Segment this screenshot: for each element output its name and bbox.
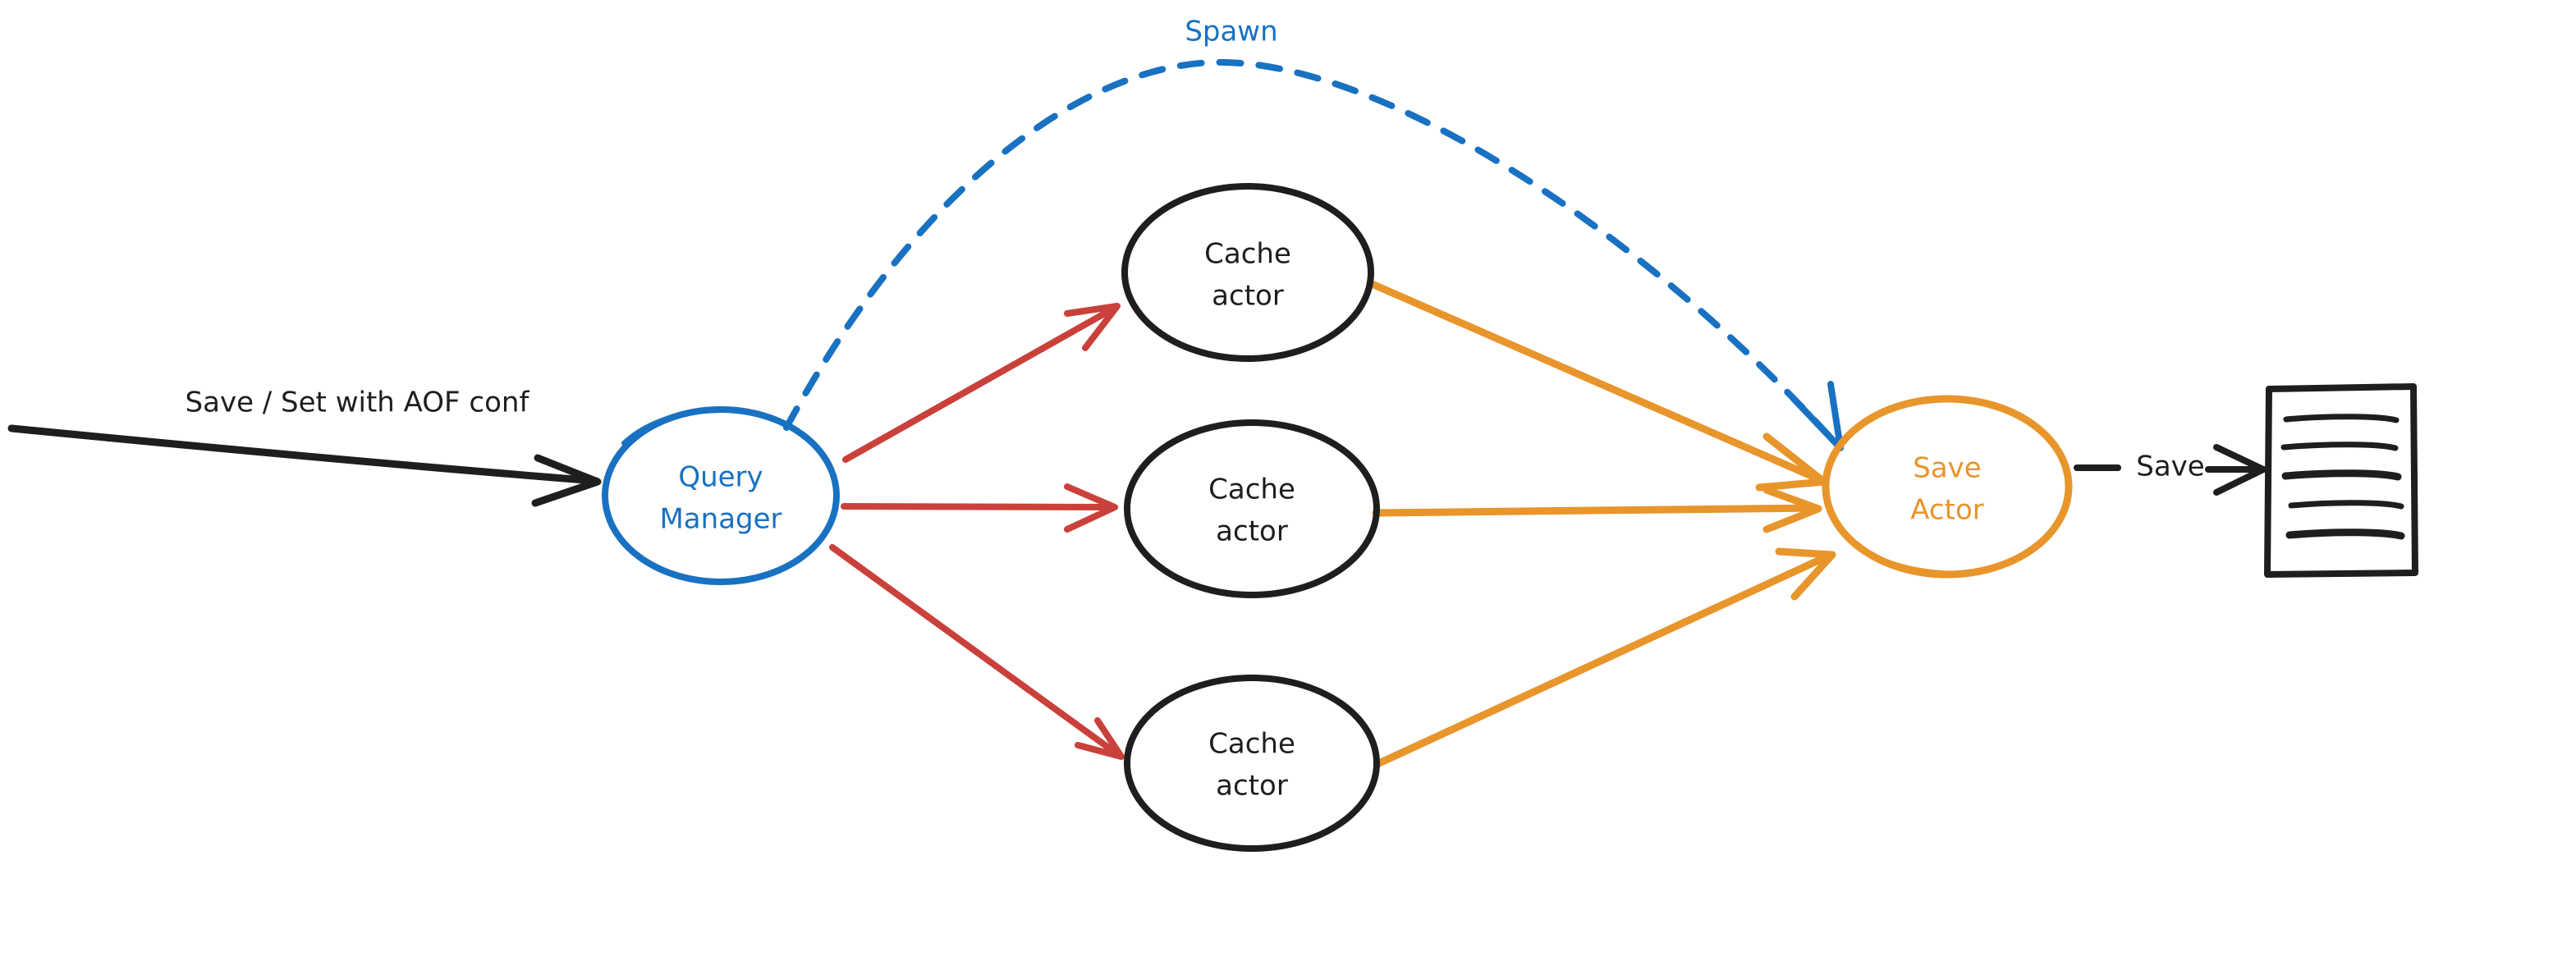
cache-actor-1-label-line1: Cache (1204, 238, 1291, 271)
edge-qm-to-cache-1 (842, 303, 1121, 463)
orange-arrow-2-line (1372, 504, 1820, 517)
spawn-dashed-line (783, 58, 1839, 446)
edge-label-spawn: Spawn (1185, 16, 1277, 48)
orange-arrow-3-line (1375, 551, 1833, 767)
input-arrow-line (7, 424, 600, 485)
node-cache-actor-3[interactable]: Cache actor (1124, 675, 1380, 852)
edge-label-save: Save (2136, 451, 2204, 483)
query-manager-sketch-stroke (621, 407, 728, 446)
node-document[interactable] (2264, 383, 2418, 578)
cache-actor-3-ellipse[interactable] (1124, 675, 1380, 852)
orange-arrow-3-head (1775, 547, 1836, 601)
query-manager-ellipse[interactable] (602, 406, 840, 585)
orange-arrow-2-head (1762, 486, 1822, 533)
cache-actor-3-label-line2: actor (1216, 770, 1288, 803)
cache-actor-1-ellipse[interactable] (1121, 183, 1374, 362)
edge-cache-to-save-2 (1372, 486, 1822, 533)
red-arrow-2-line (841, 503, 1116, 510)
red-arrow-3-line (829, 544, 1123, 759)
edge-spawn-arrow (783, 58, 1844, 451)
edge-save-to-document (2074, 444, 2267, 496)
red-arrow-2-head (1064, 483, 1118, 533)
cache-actor-3-label-line1: Cache (1208, 728, 1295, 761)
document-line-5 (2285, 528, 2405, 540)
query-manager-label-line1: Query (678, 461, 763, 494)
edge-qm-to-cache-2 (841, 483, 1118, 533)
save-actor-label-line2: Actor (1910, 494, 1983, 527)
red-arrow-1-head (1064, 303, 1121, 351)
edge-input-arrow (7, 424, 602, 507)
document-line-3 (2281, 469, 2402, 481)
spawn-arrowhead (1790, 381, 1844, 451)
edge-qm-to-cache-3 (829, 544, 1125, 760)
cache-actor-1-label-line2: actor (1212, 280, 1284, 313)
edge-cache-to-save-1 (1366, 279, 1828, 492)
orange-arrow-1-line (1366, 279, 1825, 484)
cache-actor-2-ellipse[interactable] (1124, 419, 1380, 598)
document-outline[interactable] (2264, 383, 2418, 578)
document-line-2 (2280, 442, 2399, 451)
save-actor-label-line1: Save (1913, 452, 1981, 485)
node-save-actor[interactable]: Save Actor (1822, 395, 2073, 579)
query-manager-label-line2: Manager (659, 503, 782, 536)
edge-label-input: Save / Set with AOF conf (186, 387, 530, 419)
cache-actor-2-label-line2: actor (1216, 515, 1288, 548)
document-line-1 (2283, 414, 2400, 423)
save-actor-sketch-stroke (1849, 539, 1981, 576)
input-arrowhead (531, 454, 602, 507)
orange-arrow-1-head (1755, 432, 1828, 492)
edge-cache-to-save-3 (1375, 547, 1836, 767)
node-cache-actor-1[interactable]: Cache actor (1121, 183, 1374, 362)
cache-actor-2-label-line1: Cache (1208, 474, 1295, 506)
red-arrow-3-head (1075, 717, 1125, 760)
red-arrow-1-line (842, 304, 1118, 463)
node-query-manager[interactable]: Query Manager (602, 406, 840, 585)
node-cache-actor-2[interactable]: Cache actor (1124, 419, 1380, 598)
document-line-4 (2288, 500, 2404, 510)
